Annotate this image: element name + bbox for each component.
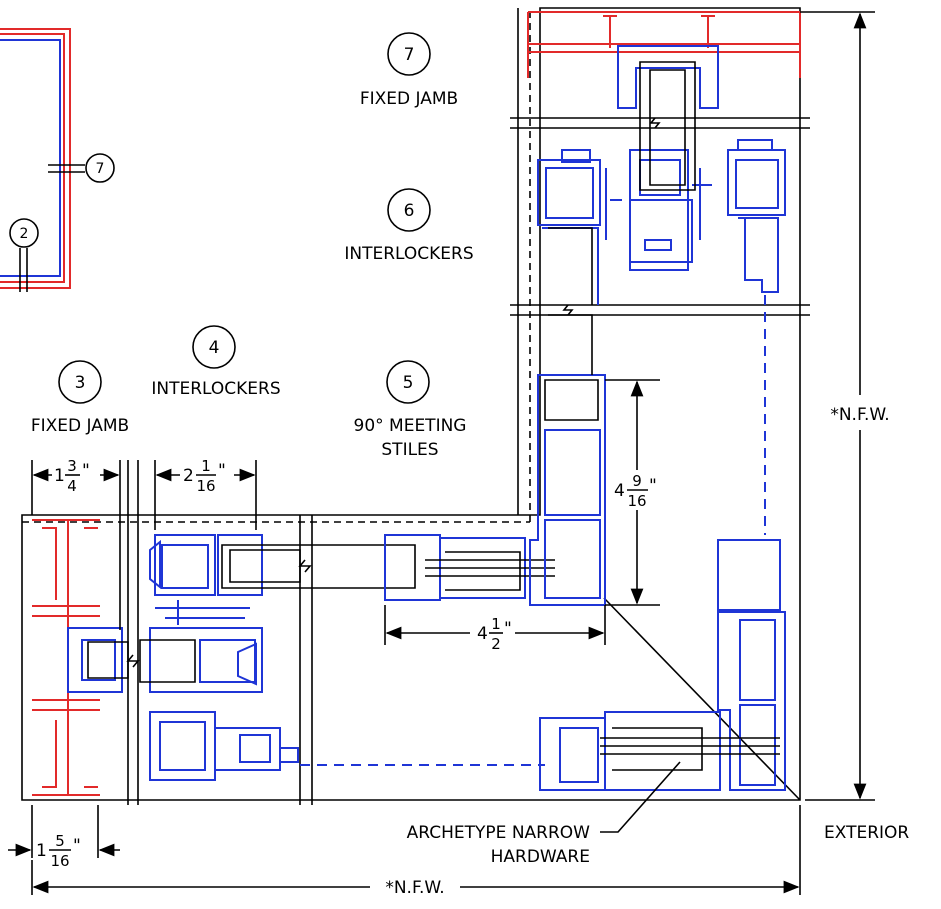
interlockers-4-profiles bbox=[139, 534, 416, 781]
callout-7: 7 FIXED JAMB bbox=[360, 32, 458, 109]
callout-7-number: 7 bbox=[404, 45, 415, 65]
elevation-detail: 7 2 bbox=[0, 28, 115, 292]
callout-3-number: 3 bbox=[75, 373, 86, 393]
dim-1-3-4: 1 3 4 " bbox=[31, 457, 121, 630]
ref-callout-2 bbox=[9, 218, 39, 248]
hardware-label-line1: ARCHETYPE NARROW bbox=[407, 823, 591, 843]
dim-3-whole: 4 bbox=[614, 481, 625, 501]
dim-1-whole: 1 bbox=[54, 466, 65, 486]
ref-callout-2-number: 2 bbox=[20, 226, 29, 242]
callout-6-number: 6 bbox=[404, 201, 415, 221]
dim-2-num: 1 bbox=[201, 457, 211, 475]
dim-5-den: 16 bbox=[50, 852, 69, 870]
dim-4-unit: " bbox=[504, 619, 512, 639]
callout-3-label: FIXED JAMB bbox=[31, 416, 129, 436]
fixed-jamb-3-frame bbox=[32, 519, 129, 796]
dim-2-1-16: 2 1 16 " bbox=[154, 457, 257, 530]
hardware-label-line2: HARDWARE bbox=[491, 847, 590, 867]
dim-4-1-2: 4 1 2 " bbox=[384, 605, 606, 653]
ref-callout-7-number: 7 bbox=[96, 161, 105, 177]
interlockers-6-profiles bbox=[537, 139, 786, 375]
callout-4: 4 INTERLOCKERS bbox=[151, 325, 281, 399]
exterior-label: EXTERIOR bbox=[824, 823, 909, 843]
exterior-stile-profiles bbox=[539, 539, 786, 791]
dim-2-den: 16 bbox=[196, 477, 215, 495]
dim-5-num: 5 bbox=[55, 832, 65, 850]
dim-4-den: 2 bbox=[491, 635, 501, 653]
callout-3: 3 FIXED JAMB bbox=[31, 360, 129, 436]
dim-nfw-right: *N.F.W. bbox=[800, 11, 890, 801]
dim-2-unit: " bbox=[218, 461, 226, 481]
wall-outline bbox=[21, 7, 810, 805]
callout-5-label-line1: 90° MEETING bbox=[354, 416, 467, 436]
dim-2-whole: 2 bbox=[183, 466, 194, 486]
dim-1-unit: " bbox=[82, 461, 90, 481]
meeting-stiles-5-profiles bbox=[384, 374, 606, 606]
hardware-callout: ARCHETYPE NARROW HARDWARE bbox=[407, 761, 681, 867]
callout-6-label: INTERLOCKERS bbox=[344, 244, 473, 264]
dim-1-num: 3 bbox=[67, 457, 77, 475]
callout-5-number: 5 bbox=[403, 373, 414, 393]
dim-3-num: 9 bbox=[632, 472, 642, 490]
dim-4-9-16: 4 9 16 " bbox=[605, 379, 660, 606]
dim-1-5-16: 1 5 16 " bbox=[8, 805, 120, 870]
ref-callout-7 bbox=[85, 153, 115, 183]
callout-5: 5 90° MEETING STILES bbox=[354, 360, 467, 460]
callout-4-label: INTERLOCKERS bbox=[151, 379, 280, 399]
nfw-right-label: *N.F.W. bbox=[830, 405, 889, 425]
fixed-jamb-7-frame bbox=[527, 11, 801, 191]
dim-5-unit: " bbox=[73, 836, 81, 856]
callout-7-label: FIXED JAMB bbox=[360, 89, 458, 109]
callout-6: 6 INTERLOCKERS bbox=[344, 188, 474, 264]
dim-4-whole: 4 bbox=[477, 624, 488, 644]
nfw-bottom-label: *N.F.W. bbox=[385, 878, 444, 898]
callout-4-number: 4 bbox=[209, 338, 220, 358]
dim-4-num: 1 bbox=[491, 615, 501, 633]
callout-5-label-line2: STILES bbox=[381, 440, 438, 460]
dim-nfw-bottom: *N.F.W. bbox=[31, 805, 801, 898]
dim-3-unit: " bbox=[649, 476, 657, 496]
dim-5-whole: 1 bbox=[36, 841, 47, 861]
dim-3-den: 16 bbox=[627, 492, 646, 510]
dim-1-den: 4 bbox=[67, 477, 77, 495]
